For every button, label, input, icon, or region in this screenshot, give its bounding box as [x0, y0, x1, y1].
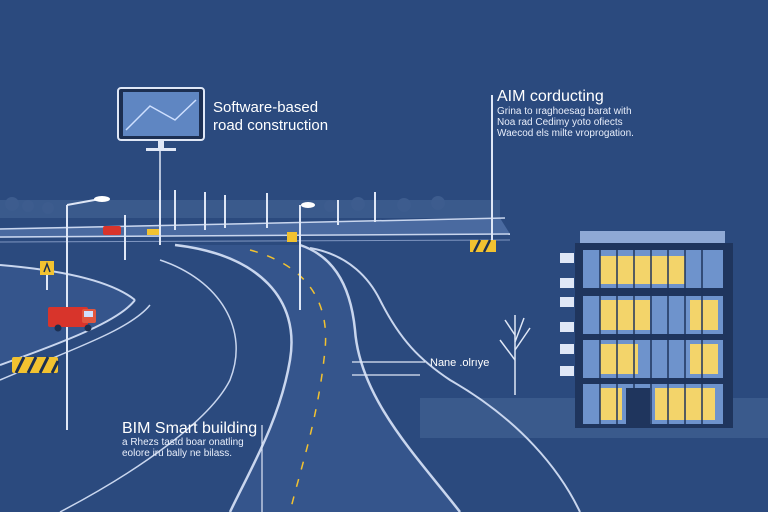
- software-label-line1: Software-based: [213, 99, 319, 116]
- overpass-bridge: [0, 217, 511, 243]
- bim-title: BIM Smart building: [122, 420, 258, 437]
- aim-desc-line2: Noa rad Cedimy yoto ofiects: [497, 117, 623, 128]
- software-label-line2: road construction: [213, 117, 329, 134]
- aim-desc-line1: Grina to ıraghoesag barat with: [497, 106, 632, 117]
- aim-title: AIM corducting: [497, 88, 604, 105]
- node-label: Nane .olrıye: [430, 357, 490, 369]
- software-label: Software-based road construction: [213, 99, 353, 135]
- barrier-icon: [12, 229, 496, 374]
- bim-desc-line1: a Rhezs tastd boar onatling: [122, 437, 244, 448]
- aim-desc-line3: Waecod els milte vroprogation.: [497, 128, 634, 139]
- truck-icon: [48, 307, 96, 332]
- leader-lines: [261, 361, 425, 512]
- tree-icon: [499, 315, 531, 395]
- warning-sign-icon: [40, 261, 54, 290]
- road-main: [175, 245, 460, 512]
- bim-description: a Rhezs tastd boar onatling eolore iru b…: [122, 437, 282, 459]
- aim-description: Grina to ıraghoesag barat with Noa rad C…: [497, 106, 667, 139]
- monitor-icon: [117, 87, 205, 215]
- bim-desc-line2: eolore iru bally ne bilass.: [122, 448, 233, 459]
- building-icon: [560, 231, 733, 428]
- car-icon: [103, 226, 121, 235]
